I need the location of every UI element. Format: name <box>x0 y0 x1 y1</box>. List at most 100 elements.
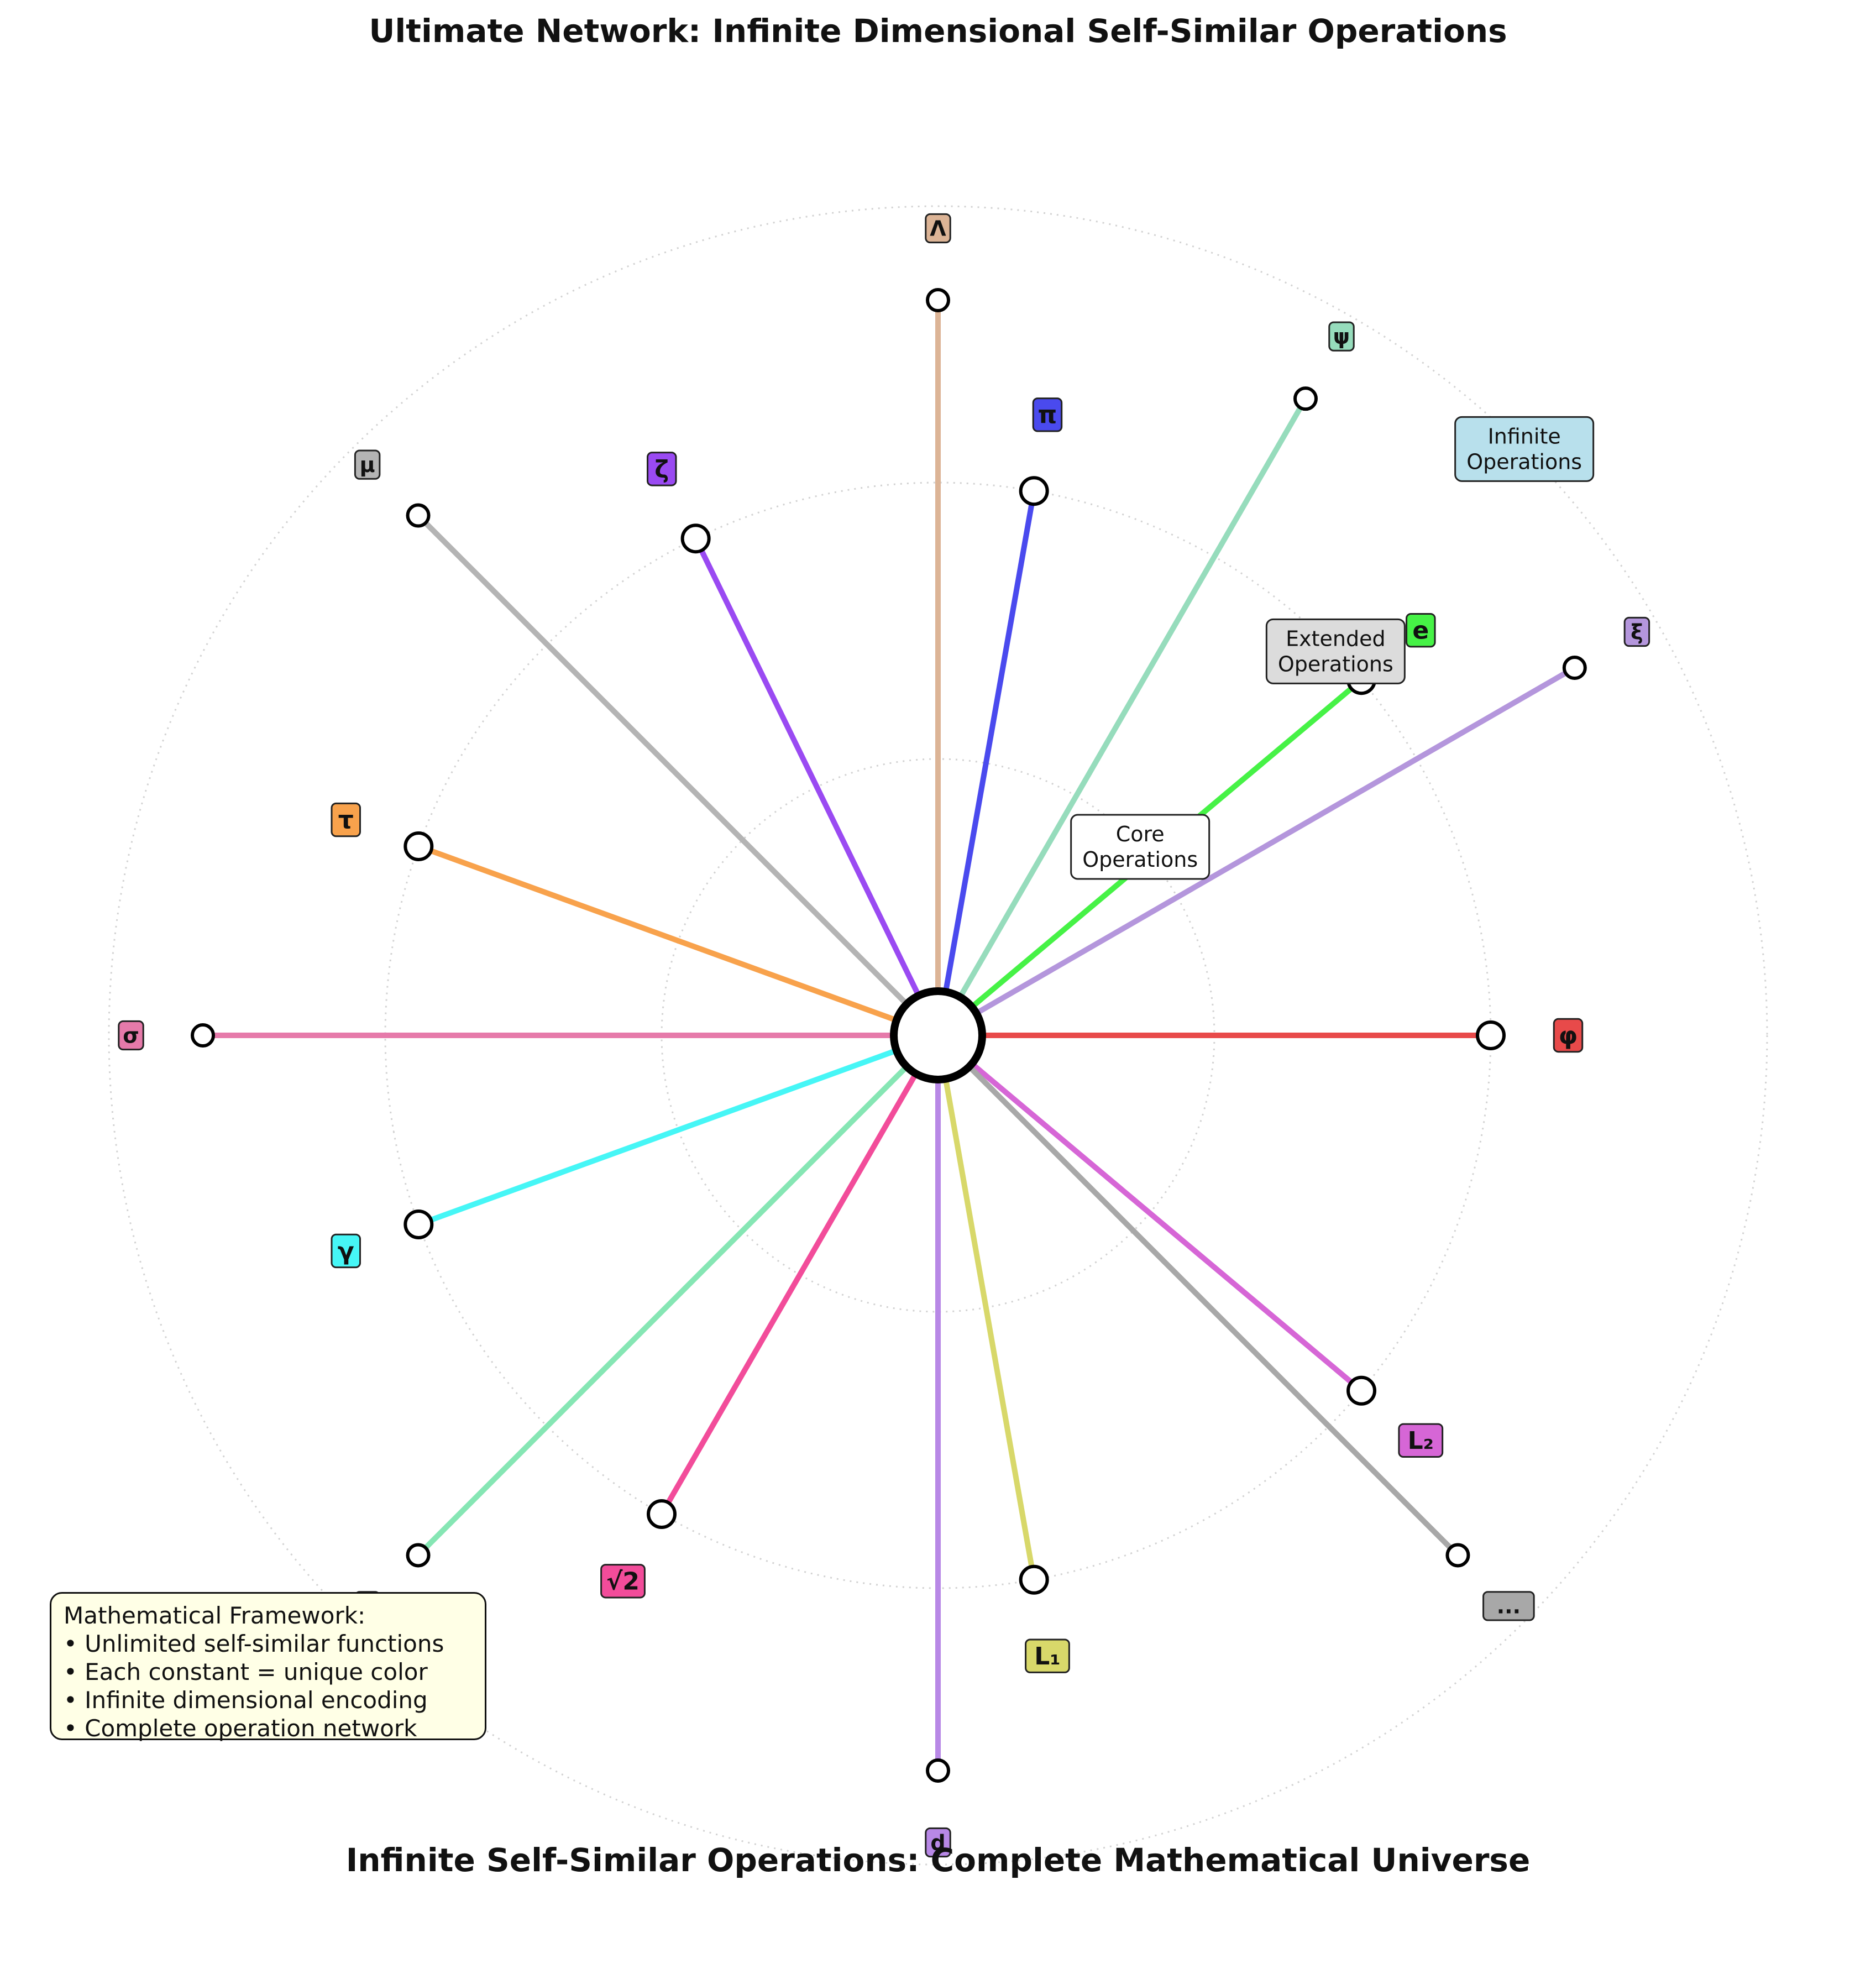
node-label-box <box>1328 321 1355 352</box>
node-4 <box>404 831 434 861</box>
ring-circle-3 <box>108 205 1768 1866</box>
edge-8 <box>936 1033 1364 1393</box>
framework-item: • Unlimited self-similar functions <box>64 1630 444 1657</box>
node-label-text: √2 <box>606 1568 640 1596</box>
node-12 <box>406 503 431 528</box>
node-label-7: L₁ <box>1025 1638 1070 1673</box>
node-label-box <box>647 452 677 486</box>
node-label-5: γ <box>331 1233 361 1269</box>
edge-7 <box>935 1035 1037 1580</box>
edges <box>203 300 1576 1771</box>
node-label-11: Λ <box>925 213 951 244</box>
node-label-box <box>331 1233 361 1269</box>
node-label-box <box>331 802 361 837</box>
node-label-8: L₂ <box>1398 1423 1444 1458</box>
ring-labels: CoreOperationsExtendedOperationsInfinite… <box>1070 416 1595 880</box>
node-label-box <box>354 449 381 480</box>
node-label-2: e <box>1406 613 1436 648</box>
ring-label-box <box>1070 814 1211 880</box>
node-label-box <box>925 1827 951 1858</box>
node-11 <box>926 288 950 312</box>
node-label-box <box>600 1564 646 1599</box>
node-label-4: τ <box>331 802 361 837</box>
ring-label-line: Core <box>1116 822 1165 846</box>
node-6 <box>647 1499 677 1530</box>
node-label-box <box>1025 1638 1070 1673</box>
framework-item: • Each constant = unique color <box>64 1658 428 1685</box>
central-hub-node <box>890 987 986 1083</box>
node-label-10: ξ <box>1623 616 1650 647</box>
framework-heading: Mathematical Framework: <box>64 1602 366 1629</box>
edge-4 <box>417 844 939 1038</box>
node-label-text: γ <box>338 1237 354 1265</box>
ring-label-line: Infinite <box>1488 424 1561 448</box>
node-label-text: d <box>930 1830 945 1855</box>
node-label-box <box>1398 1423 1444 1458</box>
node-label-text: L₁ <box>1034 1642 1060 1671</box>
node-8 <box>1346 1375 1377 1406</box>
edge-9 <box>935 397 1308 1037</box>
node-label-text: φ <box>1559 1022 1578 1050</box>
node-label-text: σ <box>123 1023 139 1048</box>
node-label-text: Λ <box>930 216 946 240</box>
node-label-3: ζ <box>647 452 677 486</box>
edge-16 <box>936 1033 1460 1557</box>
edge-1 <box>935 490 1037 1036</box>
node-7 <box>1019 1564 1049 1595</box>
node-label-text: ... <box>1497 1594 1521 1619</box>
node-label-box <box>1482 1591 1535 1621</box>
node-label-box <box>1553 1018 1584 1053</box>
node-label-text: τ <box>338 806 354 834</box>
framework-item: • Infinite dimensional encoding <box>64 1687 428 1714</box>
node-label-15: d <box>925 1827 951 1858</box>
node-label-16: ... <box>1482 1591 1535 1621</box>
node-3 <box>680 523 711 554</box>
edge-10 <box>936 665 1576 1038</box>
node-13 <box>191 1023 215 1048</box>
node-label-text: e <box>1412 617 1429 645</box>
figure-title: Ultimate Network: Infinite Dimensional S… <box>369 12 1507 50</box>
node-15 <box>926 1758 950 1783</box>
edge-5 <box>417 1033 939 1227</box>
ring-label-box <box>1454 416 1595 482</box>
node-label-13: σ <box>118 1020 144 1051</box>
node-label-text: ζ <box>654 455 669 484</box>
node-10 <box>1562 656 1587 680</box>
ring-label-line: Operations <box>1082 847 1198 872</box>
figure-subtitle: Infinite Self-Similar Operations: Comple… <box>346 1841 1531 1879</box>
node-label-text: π <box>1038 401 1057 430</box>
node-label-0: φ <box>1553 1018 1584 1053</box>
node-label-6: √2 <box>600 1564 646 1599</box>
framework-legend-box: Mathematical Framework: • Unlimited self… <box>50 1592 486 1742</box>
edge-3 <box>693 537 941 1037</box>
node-1 <box>1019 476 1049 506</box>
node-label-text: ψ <box>1333 324 1350 349</box>
node-label-box <box>925 213 951 244</box>
edge-12 <box>416 514 940 1038</box>
node-9 <box>1293 386 1318 411</box>
node-label-9: ψ <box>1328 321 1355 352</box>
node-0 <box>1476 1020 1506 1050</box>
ring-label-line: Operations <box>1466 449 1582 474</box>
node-5 <box>404 1209 434 1240</box>
hub <box>890 987 986 1083</box>
ring-label-box <box>1265 618 1406 684</box>
node-label-box <box>1623 616 1650 647</box>
node-label-1: π <box>1032 397 1063 432</box>
node-label-box <box>1406 613 1436 648</box>
node-label-text: μ <box>360 453 375 477</box>
framework-item: • Complete operation network <box>64 1715 417 1742</box>
ring-label-line: Extended <box>1286 626 1385 651</box>
edge-6 <box>659 1034 941 1516</box>
node-14 <box>406 1543 431 1568</box>
edge-14 <box>416 1033 940 1557</box>
ring-label-line: Operations <box>1278 652 1393 676</box>
node-label-text: ξ <box>1631 620 1643 644</box>
node-label-box <box>118 1020 144 1051</box>
node-label-text: L₂ <box>1408 1427 1434 1455</box>
node-labels: φ π e ζ τ γ √2L₁ L₂ ψ ξ Λμ σ d... <box>118 213 1650 1858</box>
node-label-12: μ <box>354 449 381 480</box>
